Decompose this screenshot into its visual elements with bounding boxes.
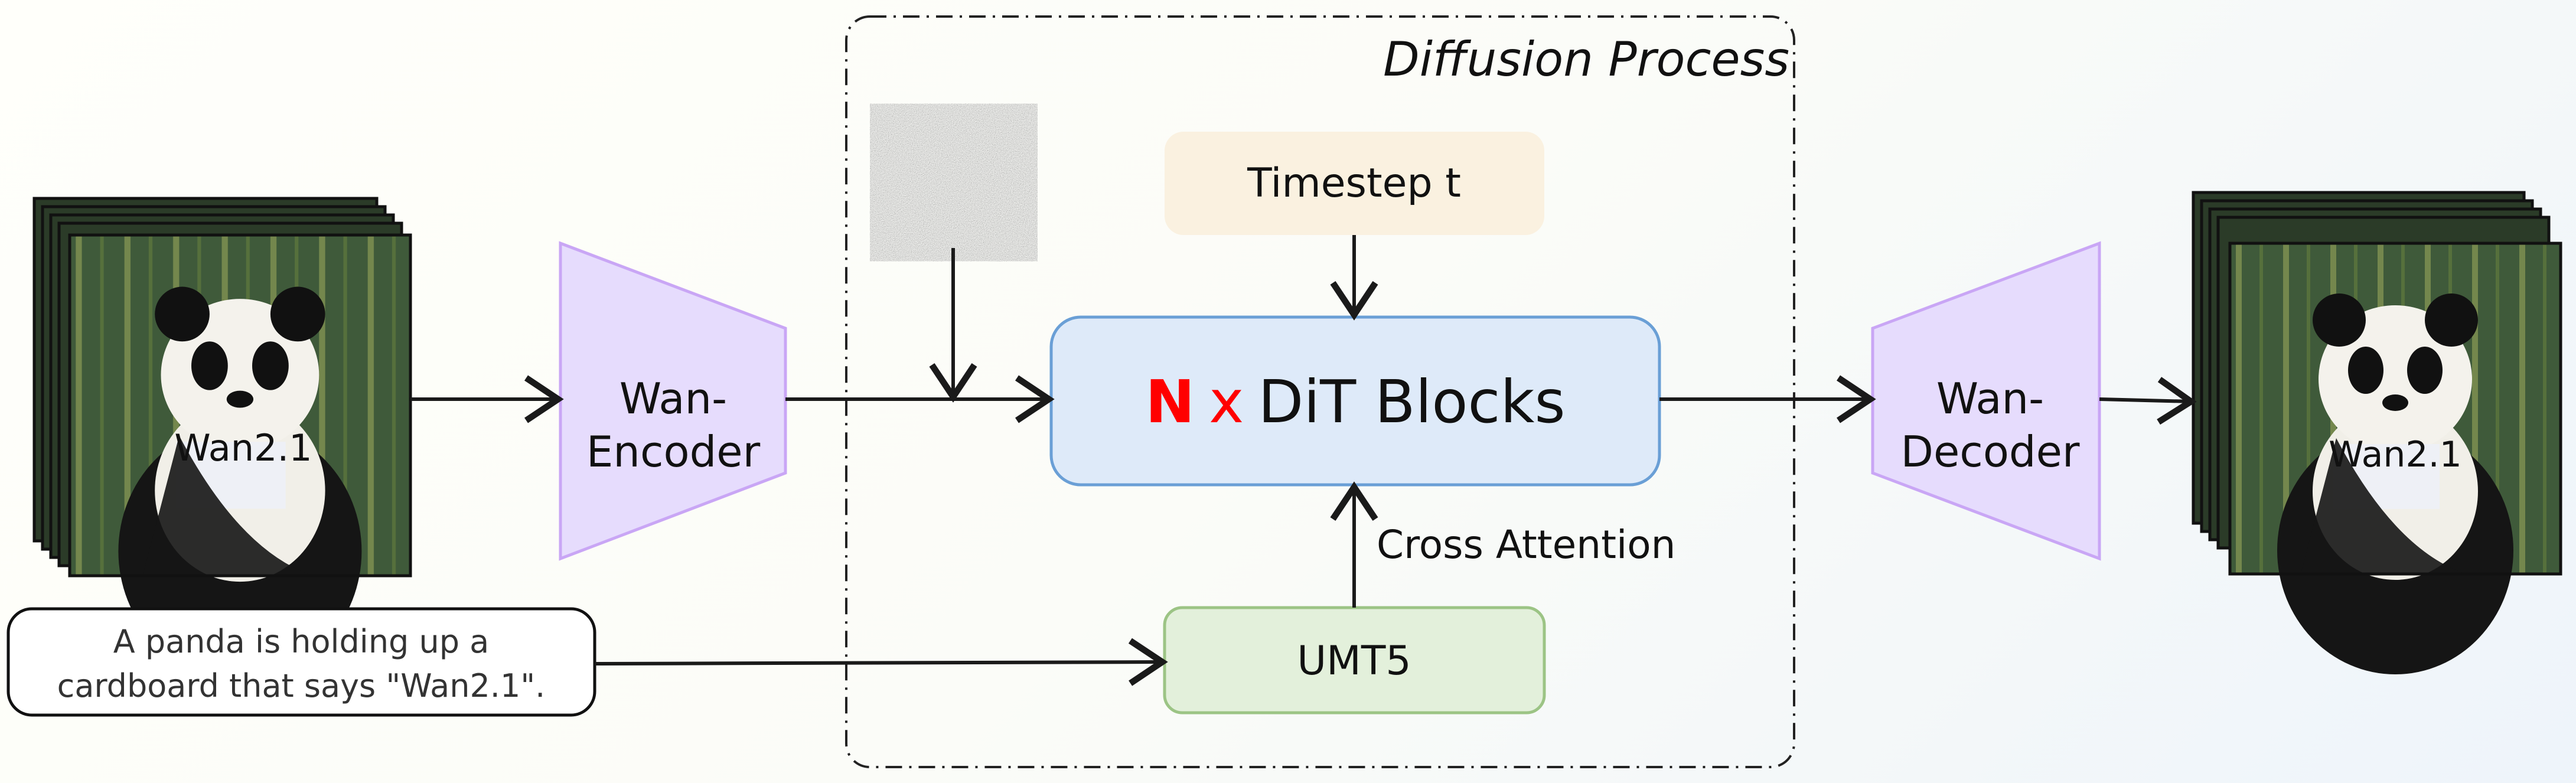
timestep-box: [1165, 132, 1544, 235]
output-video-frames: Wan2.1: [2192, 191, 2562, 674]
encoder-label-line2: Encoder: [586, 427, 761, 477]
wan-encoder: [559, 241, 787, 561]
dit-n: N: [1145, 367, 1195, 436]
prompt-line2: cardboard that says "Wan2.1".: [57, 667, 546, 704]
prompt-line1: A panda is holding up a: [113, 623, 490, 660]
diffusion-process-frame: [845, 15, 1795, 768]
umt5-label: UMT5: [1297, 638, 1411, 684]
dit-x: x: [1209, 367, 1244, 436]
diffusion-process-title: Diffusion Process: [1383, 32, 1789, 87]
input-video-frames: Wan2.1: [32, 197, 412, 679]
arrow-prompt-to-umt5: [594, 638, 1168, 686]
encoder-label-line1: Wan-: [619, 374, 727, 423]
output-sign-text: Wan2.1: [2329, 434, 2462, 475]
cross-attention-label: Cross Attention: [1377, 522, 1676, 567]
dit-label: DiT Blocks: [1258, 367, 1565, 436]
input-sign-text: Wan2.1: [174, 426, 312, 469]
decoder-label-line2: Decoder: [1901, 427, 2080, 477]
decoder-label-line1: Wan-: [1936, 374, 2044, 423]
wan-decoder: [1871, 241, 2101, 561]
timestep-label: Timestep t: [1247, 160, 1461, 207]
arrow-decoder-to-video: [2099, 377, 2197, 425]
noise-latent-image: [884, 117, 1023, 248]
